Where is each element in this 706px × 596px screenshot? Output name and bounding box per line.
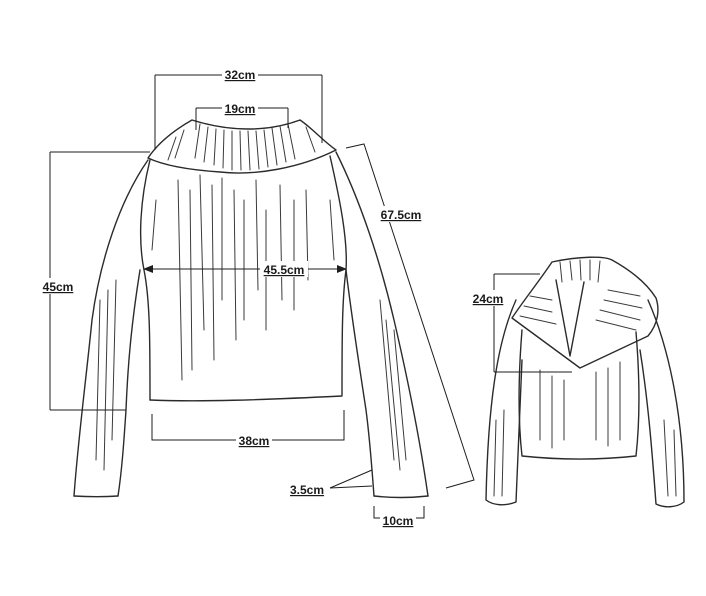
shoulder-width-label: 32cm [225, 68, 256, 82]
neck-width-dimension: 19cm [195, 100, 289, 130]
front-right-sleeve [639, 299, 685, 508]
collar-ribbing [167, 123, 316, 171]
cuff-rib-label: 3.5cm [290, 483, 324, 497]
back-view-sweater [73, 119, 429, 499]
shoulder-width-dimension: 32cm [154, 66, 323, 150]
front-collar-inner [555, 279, 585, 357]
right-sleeve-inner [345, 269, 375, 497]
neck-width-label: 19cm [225, 102, 256, 116]
chest-width-label: 45.5cm [264, 263, 305, 277]
body-right-outline [329, 155, 348, 396]
body-rib-texture [95, 174, 407, 471]
collar-depth-dimension: 24cm [470, 273, 572, 373]
collar-depth-label: 24cm [473, 292, 504, 306]
front-collar-back [511, 256, 659, 369]
front-collar-ribbing [519, 259, 643, 331]
front-rib-texture [493, 361, 677, 497]
cuff-width-dimension: 10cm [373, 506, 425, 528]
right-sleeve-outline [335, 151, 429, 497]
hem-outline [149, 395, 343, 402]
length-label: 45cm [43, 280, 74, 294]
left-sleeve-inner [117, 269, 141, 497]
hem-width-label: 38cm [239, 434, 270, 448]
cuff-rib-dimension: 3.5cm [288, 469, 373, 497]
front-body [518, 329, 640, 460]
front-view-sweater [485, 256, 685, 508]
left-cuff [73, 495, 119, 498]
left-sleeve-outline [73, 159, 149, 497]
body-left-outline [139, 159, 151, 401]
right-cuff [373, 495, 429, 499]
front-left-sleeve [485, 299, 523, 506]
hem-width-dimension: 38cm [151, 410, 345, 448]
length-dimension: 45cm [40, 151, 150, 411]
collar-outline [147, 119, 337, 174]
sleeve-length-label: 67.5cm [381, 208, 422, 222]
chest-width-dimension: 45.5cm [143, 261, 347, 277]
cuff-width-label: 10cm [383, 514, 414, 528]
sleeve-length-dimension: 67.5cm [345, 143, 475, 489]
